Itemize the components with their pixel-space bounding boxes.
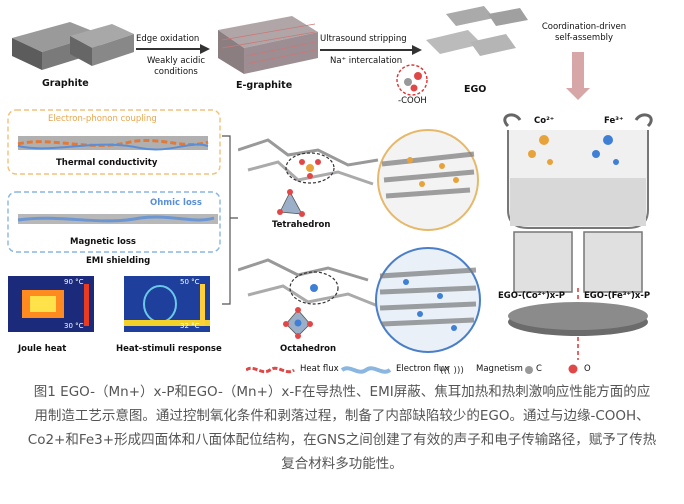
- tetrahedron-label: Tetrahedron: [272, 220, 331, 230]
- electron-phonon-label: Electron-phonon coupling: [48, 114, 157, 124]
- funnel-left: [513, 231, 573, 293]
- graphite-label: Graphite: [42, 78, 89, 89]
- na-intercalation-label: Na⁺ intercalation: [330, 56, 403, 66]
- svg-text:((( ))): ((( ))): [440, 366, 464, 376]
- assembly-beakers: [503, 113, 653, 360]
- coordination-structures: [238, 138, 379, 339]
- ego-co-p-label: EGO-(Co²⁺)x-P: [498, 291, 565, 301]
- caption-line-4: 复合材料多功能性。: [281, 456, 403, 472]
- tetrahedron-molecule: [238, 138, 379, 217]
- caption-line-1: 图1 EGO-（Mn+）x-P和EGO-（Mn+）x-F在导热性、EMI屏蔽、焦…: [33, 384, 651, 400]
- stim-hi-temp: 50 °C: [180, 278, 200, 286]
- legend-heat-flux: Heat flux: [300, 364, 339, 374]
- heat-stimuli-label: Heat-stimuli response: [116, 344, 222, 354]
- funnel-right: [583, 231, 643, 293]
- graphite-blocks-image: [12, 22, 134, 70]
- ego-label: EGO: [464, 84, 487, 95]
- legend-oxygen-dot: [568, 364, 578, 374]
- panel-bracket: [222, 135, 238, 305]
- joule-lo-temp: 30 °C: [64, 322, 84, 330]
- cooh-label: -COOH: [398, 96, 427, 106]
- legend-oxygen: O: [584, 364, 591, 374]
- emi-shielding-label: EMI shielding: [86, 256, 151, 266]
- caption-line-3: Co2+和Fe3+形成四面体和八面体配位结构，在GNS之间创建了有效的声子和电子…: [27, 432, 657, 448]
- stim-lo-temp: 32 °C: [180, 322, 200, 330]
- octahedron-molecule: [238, 258, 379, 339]
- ohmic-loss-label: Ohmic loss: [150, 198, 202, 208]
- caption-line-2: 用制造工艺示意图。通过控制氧化条件和剥落过程，制备了内部缺陷较少的EGO。通过与…: [34, 408, 650, 424]
- legend: ((( ))): [246, 366, 533, 376]
- joule-hi-temp: 90 °C: [64, 278, 84, 286]
- figure-caption: 图1 EGO-（Mn+）x-P和EGO-（Mn+）x-F在导热性、EMI屏蔽、焦…: [8, 380, 676, 476]
- weakly-acidic-label: Weakly acidic conditions: [146, 56, 206, 77]
- coordination-label: Coordination-driven self-assembly: [541, 22, 627, 43]
- left-properties-panel: [7, 109, 221, 332]
- edge-oxidation-label: Edge oxidation: [136, 34, 200, 44]
- ego-fe-p-label: EGO-(Fe³⁺)x-P: [584, 291, 651, 301]
- e-graphite-image: [218, 16, 318, 74]
- fe-ion-label: Fe³⁺: [604, 116, 624, 126]
- top-process-row: [12, 6, 590, 100]
- co-ion-label: Co²⁺: [534, 116, 555, 126]
- legend-magnetism: Magnetism: [476, 364, 523, 374]
- ego-sheets-image: [426, 6, 528, 56]
- thermal-conductivity-label: Thermal conductivity: [56, 158, 158, 168]
- self-assembly-arrow: [572, 52, 584, 88]
- legend-electron-flux: Electron flux: [396, 364, 450, 374]
- zoom-views: [375, 129, 481, 353]
- octahedron-label: Octahedron: [280, 344, 337, 354]
- cooh-highlight-circle: [396, 64, 428, 96]
- legend-carbon: C: [536, 364, 542, 374]
- ultrasound-label: Ultrasound stripping: [320, 34, 407, 44]
- e-graphite-label: E-graphite: [236, 80, 293, 91]
- magnetic-loss-label: Magnetic loss: [70, 237, 136, 247]
- joule-heat-label: Joule heat: [18, 344, 67, 354]
- emi-box: [7, 191, 221, 253]
- thermal-box: [7, 109, 221, 175]
